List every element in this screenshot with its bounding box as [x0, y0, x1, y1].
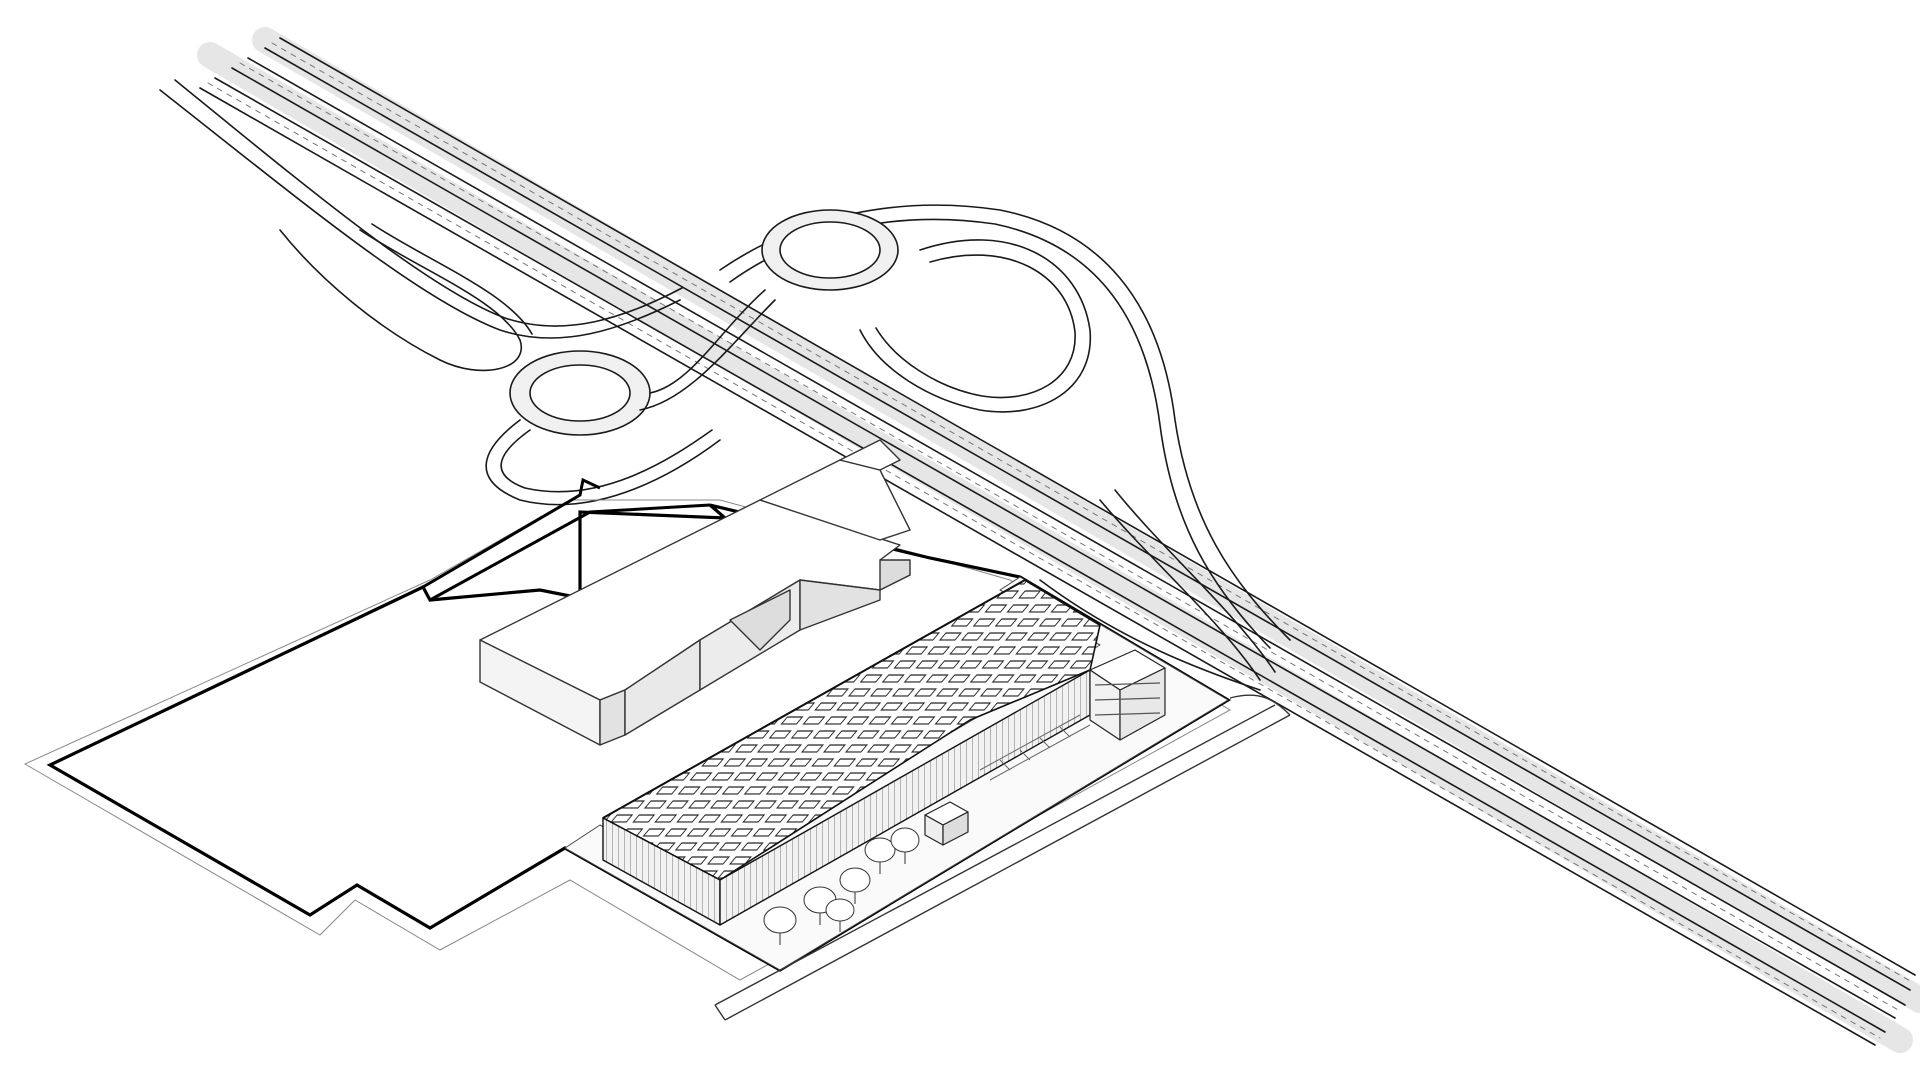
- tree: [763, 906, 797, 945]
- tree: [839, 867, 871, 904]
- existing-building: [479, 439, 911, 746]
- kiosk: [924, 801, 969, 846]
- slip-road-south: [1039, 489, 1276, 691]
- parking-area: [979, 714, 1091, 781]
- roundabout: [509, 350, 651, 436]
- trees: [763, 827, 920, 945]
- motorway-interchange: [159, 27, 1920, 1053]
- motorway-main-carriageway: [199, 37, 1916, 1046]
- loop-ramp-east: [859, 239, 1091, 413]
- proposed-building: [564, 576, 1229, 971]
- tree: [890, 827, 920, 864]
- roundabout-connectors: [279, 223, 776, 506]
- proposed-building-tower: [1089, 649, 1166, 741]
- access-road: [714, 694, 1291, 1021]
- roundabout: [761, 209, 899, 291]
- tree: [864, 837, 896, 874]
- site-boundary: [23, 477, 1232, 981]
- tree: [825, 898, 855, 932]
- site-boundary-outline: [46, 503, 1232, 972]
- motorway-lane-markings: [207, 42, 1913, 1039]
